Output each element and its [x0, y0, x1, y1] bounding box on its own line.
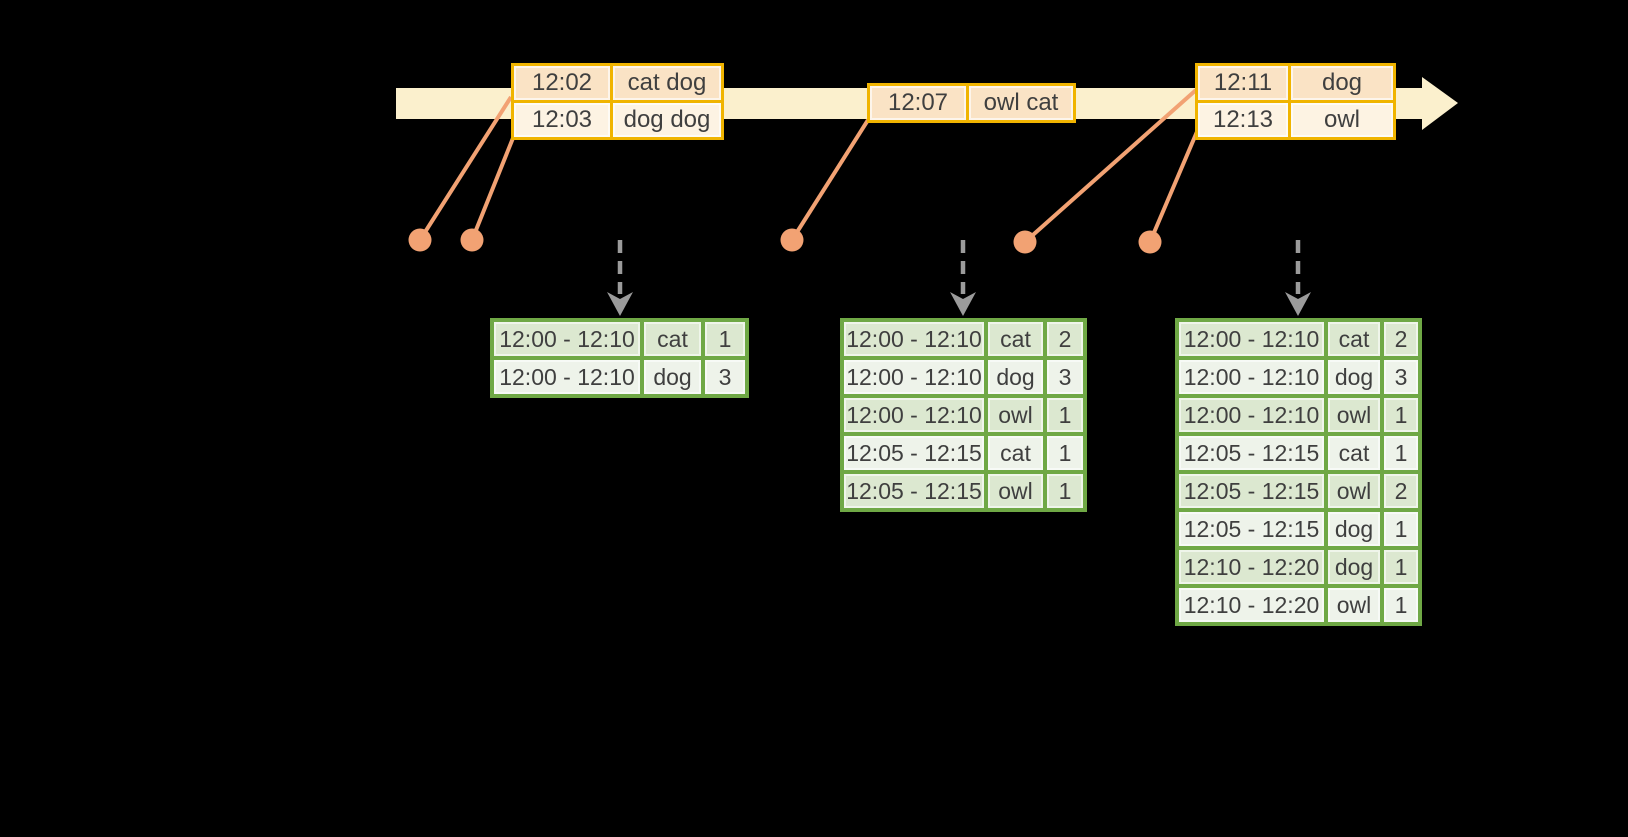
trigger-arrowhead-icon [950, 292, 976, 316]
result-cell-word: cat [1328, 436, 1380, 470]
event-dot-icon [460, 228, 484, 252]
result-cell-window: 12:00 - 12:10 [494, 360, 640, 394]
result-cell-window: 12:05 - 12:15 [844, 436, 984, 470]
event-dot-icon [1138, 230, 1162, 254]
result-cell-word: dog [1328, 512, 1380, 546]
result-cell-word: owl [1328, 588, 1380, 622]
event-cell-words: dog [1291, 66, 1393, 100]
result-cell-count: 1 [1047, 436, 1083, 470]
result-cell-word: dog [1328, 550, 1380, 584]
result-cell-window: 12:00 - 12:10 [844, 360, 984, 394]
result-cell-window: 12:05 - 12:15 [844, 474, 984, 508]
event-marker-line [470, 137, 515, 241]
result-cell-count: 1 [1384, 512, 1418, 546]
event-marker-line [1148, 126, 1201, 243]
result-cell-count: 2 [1384, 474, 1418, 508]
result-cell-window: 12:10 - 12:20 [1179, 588, 1324, 622]
event-marker-line [790, 118, 870, 242]
result-cell-word: dog [1328, 360, 1380, 394]
result-cell-word: dog [644, 360, 701, 394]
result-cell-window: 12:05 - 12:15 [1179, 512, 1324, 546]
result-cell-word: cat [988, 436, 1043, 470]
event-marker-line [1023, 88, 1198, 244]
result-cell-word: owl [1328, 398, 1380, 432]
result-cell-count: 2 [1384, 322, 1418, 356]
result-cell-count: 1 [705, 322, 745, 356]
event-marker-line [418, 95, 513, 242]
event-cell-words: cat dog [613, 66, 721, 100]
result-cell-window: 12:00 - 12:10 [1179, 322, 1324, 356]
result-cell-window: 12:00 - 12:10 [844, 398, 984, 432]
result-cell-word: cat [1328, 322, 1380, 356]
event-cell-time: 12:07 [870, 86, 966, 120]
event-marker-dots [408, 228, 1162, 254]
result-cell-count: 2 [1047, 322, 1083, 356]
result-cell-count: 3 [705, 360, 745, 394]
result-cell-window: 12:10 - 12:20 [1179, 550, 1324, 584]
result-cell-window: 12:05 - 12:15 [1179, 474, 1324, 508]
result-cell-word: dog [988, 360, 1043, 394]
result-cell-count: 3 [1047, 360, 1083, 394]
result-cell-window: 12:00 - 12:10 [844, 322, 984, 356]
event-dot-icon [780, 228, 804, 252]
event-cell-words: owl cat [969, 86, 1073, 120]
result-cell-window: 12:00 - 12:10 [1179, 398, 1324, 432]
event-dot-icon [408, 228, 432, 252]
result-cell-word: owl [988, 474, 1043, 508]
event-marker-lines [418, 88, 1201, 244]
result-cell-word: cat [644, 322, 701, 356]
event-cell-time: 12:02 [514, 66, 610, 100]
trigger-arrowhead-icon [1285, 292, 1311, 316]
result-cell-count: 1 [1384, 398, 1418, 432]
result-cell-count: 3 [1384, 360, 1418, 394]
event-cell-time: 12:11 [1198, 66, 1288, 100]
result-cell-window: 12:00 - 12:10 [1179, 360, 1324, 394]
result-cell-count: 1 [1384, 588, 1418, 622]
result-cell-count: 1 [1047, 398, 1083, 432]
result-cell-count: 1 [1384, 550, 1418, 584]
result-cell-count: 1 [1384, 436, 1418, 470]
result-cell-word: owl [988, 398, 1043, 432]
event-cell-words: dog dog [613, 103, 721, 137]
result-cell-count: 1 [1047, 474, 1083, 508]
result-cell-word: cat [988, 322, 1043, 356]
event-dot-icon [1013, 230, 1037, 254]
result-cell-word: owl [1328, 474, 1380, 508]
trigger-arrowhead-icon [607, 292, 633, 316]
result-cell-window: 12:00 - 12:10 [494, 322, 640, 356]
result-cell-window: 12:05 - 12:15 [1179, 436, 1324, 470]
event-cell-words: owl [1291, 103, 1393, 137]
timeline-arrowhead-icon [1422, 77, 1458, 130]
event-cell-time: 12:13 [1198, 103, 1288, 137]
trigger-arrows [607, 240, 1311, 316]
event-cell-time: 12:03 [514, 103, 610, 137]
